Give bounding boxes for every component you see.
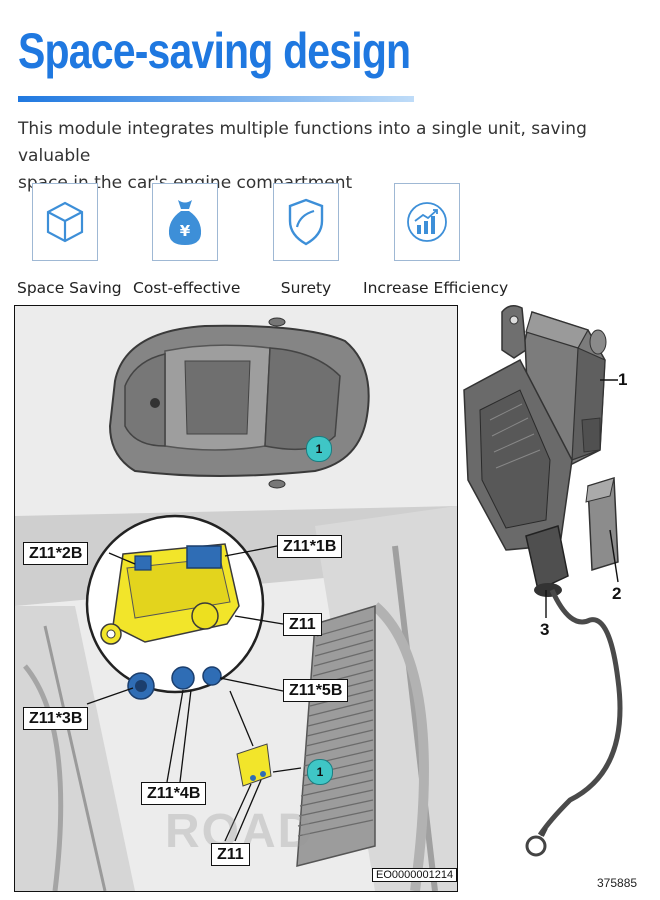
growth-chart-icon — [394, 183, 460, 261]
part-label-3: 3 — [540, 620, 550, 639]
feature-surety: Surety — [266, 183, 346, 297]
part-label-1: 1 — [618, 370, 628, 389]
feature-space-saving: Space Saving — [17, 183, 122, 297]
page-title: Space-saving design — [18, 23, 411, 79]
shield-icon — [273, 183, 339, 261]
svg-text:¥: ¥ — [180, 222, 191, 240]
title-underline — [18, 96, 414, 102]
location-diagram: ROAD 1 1 Z11*2B Z11*1B Z11 Z11*3B Z11*5B… — [14, 305, 458, 892]
feature-label: Increase Efficiency — [363, 279, 509, 297]
location-badge-car: 1 — [306, 436, 332, 462]
callout-z11-bottom: Z11 — [211, 843, 250, 866]
callout-z11-1b: Z11*1B — [277, 535, 343, 558]
feature-cost-effective: ¥ Cost-effective — [133, 183, 240, 297]
money-bag-yuan-icon: ¥ — [152, 183, 218, 261]
callout-z11-2b: Z11*2B — [23, 542, 89, 565]
part-exploded-view — [463, 305, 623, 857]
car-top-view — [108, 317, 370, 489]
engine-bay-illustration — [15, 306, 457, 891]
callout-z11: Z11 — [283, 613, 322, 636]
feature-label: Surety — [280, 279, 332, 297]
location-badge-engine: 1 — [307, 759, 333, 785]
callout-z11-3b: Z11*3B — [23, 707, 89, 730]
feature-label: Space Saving — [17, 279, 122, 297]
feature-increase-efficiency: Increase Efficiency — [363, 183, 508, 297]
diagram-code: EO0000001214 — [372, 868, 458, 882]
feature-label: Cost-effective — [133, 279, 241, 297]
callout-z11-4b: Z11*4B — [141, 782, 207, 805]
description-line-1: This module integrates multiple function… — [18, 119, 587, 166]
part-label-2: 2 — [612, 584, 622, 603]
callout-z11-5b: Z11*5B — [283, 679, 349, 702]
cube-icon — [32, 183, 98, 261]
air-filter-grille — [296, 604, 376, 867]
reference-number: 375885 — [597, 876, 638, 890]
fuse-module-illustration — [100, 543, 240, 700]
